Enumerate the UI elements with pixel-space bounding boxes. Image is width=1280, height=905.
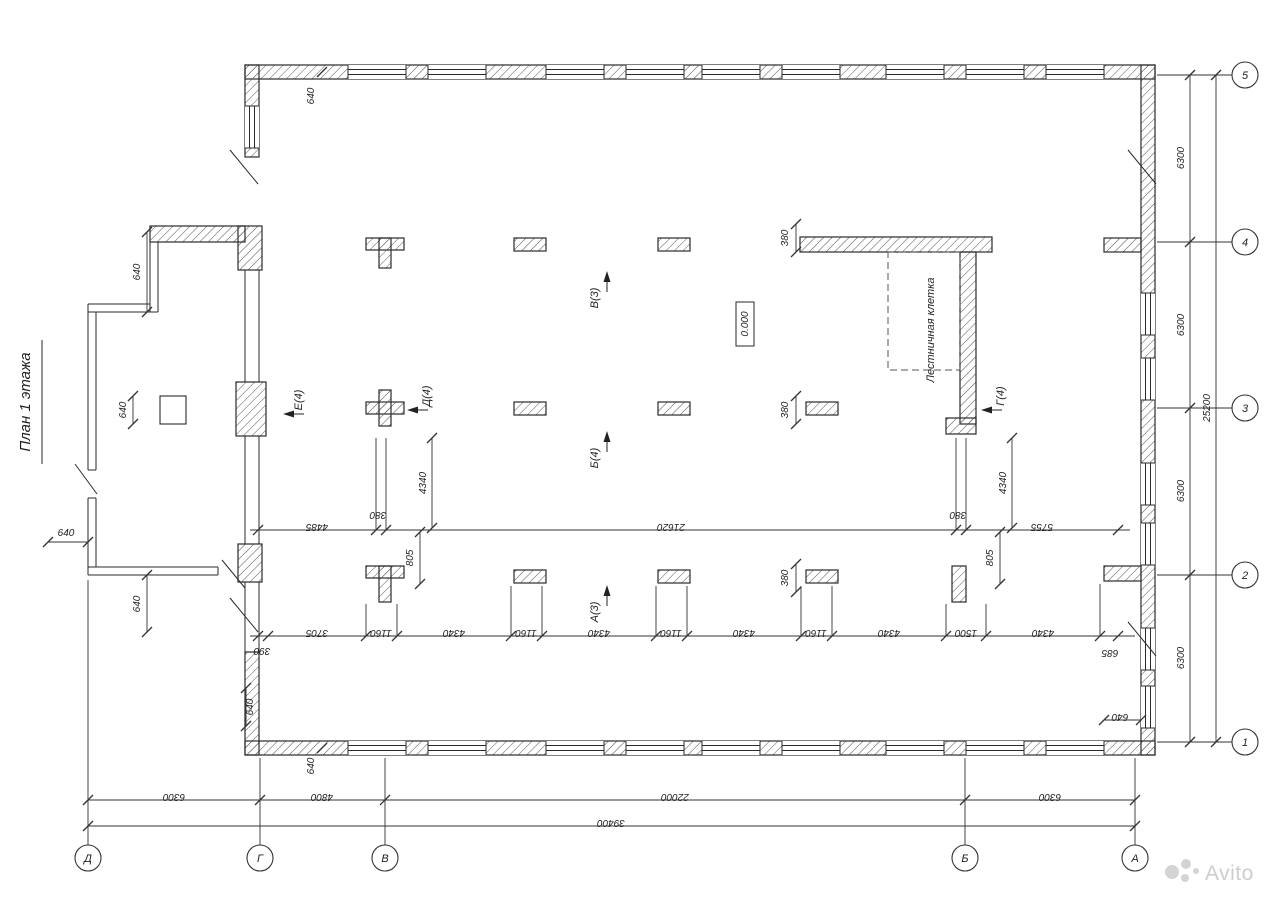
dim-label: 390 xyxy=(253,645,270,656)
dim-label: 380 xyxy=(949,509,966,520)
dim-chain-mid: 4485 380 21620 380 5755 xyxy=(250,438,1130,536)
dim-label: 22000 xyxy=(661,791,690,802)
dim-label: 4340 xyxy=(998,471,1009,494)
dim-label-total: 25200 xyxy=(1202,394,1213,423)
section-marks: В(3) Б(4) А(3) Е(4) Д(4) Г(4) xyxy=(282,270,1007,623)
axis-label: Д xyxy=(82,853,92,865)
axis-label: 2 xyxy=(1241,570,1248,582)
section-mark-a3: А(3) xyxy=(589,601,601,623)
section-mark-d4: Д(4) xyxy=(421,385,433,409)
dim-label: 380 xyxy=(780,569,791,586)
dim-label: 640 xyxy=(132,595,143,612)
axis-label: В xyxy=(381,853,388,865)
dim-chain-low: 390 3705 1160 4340 1160 4340 1160 4340 1… xyxy=(250,584,1135,658)
porch xyxy=(87,225,246,576)
dim-label-total: 39400 xyxy=(597,817,625,828)
dim-label: 6300 xyxy=(1176,313,1187,336)
dim-label: 21620 xyxy=(657,521,686,532)
section-mark-b4: Б(4) xyxy=(589,447,601,468)
axis-label: Г xyxy=(257,853,264,865)
dim-label: 640 xyxy=(1111,711,1128,722)
dim-label: 380 xyxy=(780,401,791,418)
drawing-title: План 1 этажа xyxy=(17,340,43,464)
dim-label: 640 xyxy=(306,87,317,104)
staircase: Лестничная клетка xyxy=(799,236,993,435)
dim-label: 4340 xyxy=(1031,627,1054,638)
dim-label: 805 xyxy=(405,549,416,566)
dim-bottom: 6300 4800 22000 6300 39400 xyxy=(82,580,1141,845)
axis-label: А xyxy=(1130,853,1138,865)
dim-label: 805 xyxy=(985,549,996,566)
watermark-logo-icon xyxy=(1181,874,1189,882)
elevation-mark: 0.000 xyxy=(735,301,755,347)
elevation-value: 0.000 xyxy=(740,311,751,336)
axis-label: 5 xyxy=(1242,70,1249,82)
dim-right: 6300 6300 6300 6300 25200 xyxy=(1157,69,1232,748)
stair-flight-dashed xyxy=(887,251,961,371)
dim-label: 4340 xyxy=(418,471,429,494)
axis-label: 3 xyxy=(1242,403,1249,415)
dim-label: 4340 xyxy=(442,627,465,638)
dim-label: 4340 xyxy=(732,627,755,638)
dim-label: 1500 xyxy=(954,627,977,638)
axis-label: 4 xyxy=(1242,237,1248,249)
dim-label: 1160 xyxy=(370,627,392,638)
dim-label: 1160 xyxy=(515,627,537,638)
staircase-label: Лестничная клетка xyxy=(925,277,937,383)
section-mark-g4: Г(4) xyxy=(995,386,1007,406)
axis-bubbles-right: 5 4 3 2 1 xyxy=(1231,61,1259,756)
dim-label: 6300 xyxy=(162,791,185,802)
dim-label: 640 xyxy=(306,757,317,774)
dim-label: 640 xyxy=(132,263,143,280)
dim-label: 3705 xyxy=(305,627,328,638)
dim-label: 4340 xyxy=(877,627,900,638)
watermark: Avito xyxy=(1165,859,1254,885)
dim-label: 1160 xyxy=(805,627,827,638)
watermark-logo-icon xyxy=(1181,859,1191,869)
dim-label: 5755 xyxy=(1030,521,1053,532)
watermark-logo-icon xyxy=(1193,868,1199,874)
porch-pier xyxy=(159,395,187,425)
columns xyxy=(365,237,1142,603)
section-mark-v3: В(3) xyxy=(589,287,601,308)
axis-bubbles-bottom: Д Г В Б А xyxy=(74,844,1149,872)
watermark-text: Avito xyxy=(1205,862,1254,885)
dim-label: 640 xyxy=(58,528,75,539)
dim-label: 6300 xyxy=(1176,146,1187,169)
watermark-logo-icon xyxy=(1165,865,1179,879)
dim-label: 4340 xyxy=(587,627,610,638)
dim-label: 6300 xyxy=(1176,479,1187,502)
dim-label: 640 xyxy=(245,698,256,715)
dim-640-labels: 640 640 640 640 640 640 640 640 xyxy=(42,66,1147,774)
dim-label: 6300 xyxy=(1176,646,1187,669)
dim-label: 1160 xyxy=(660,627,682,638)
section-mark-e4: Е(4) xyxy=(293,389,305,410)
dim-label: 4800 xyxy=(310,791,333,802)
page-title: План 1 этажа xyxy=(17,352,34,451)
break-lines xyxy=(74,149,1157,657)
dim-label: 640 xyxy=(118,401,129,418)
axis-label: 1 xyxy=(1242,737,1248,749)
axis-label: Б xyxy=(961,853,968,865)
dim-column-offsets: 4340 4340 805 805 380 380 380 xyxy=(405,218,1018,598)
dim-label: 685 xyxy=(1101,647,1118,658)
dim-label: 380 xyxy=(369,509,386,520)
dim-label: 4485 xyxy=(305,521,328,532)
dim-label: 380 xyxy=(780,229,791,246)
dim-label: 6300 xyxy=(1038,791,1061,802)
